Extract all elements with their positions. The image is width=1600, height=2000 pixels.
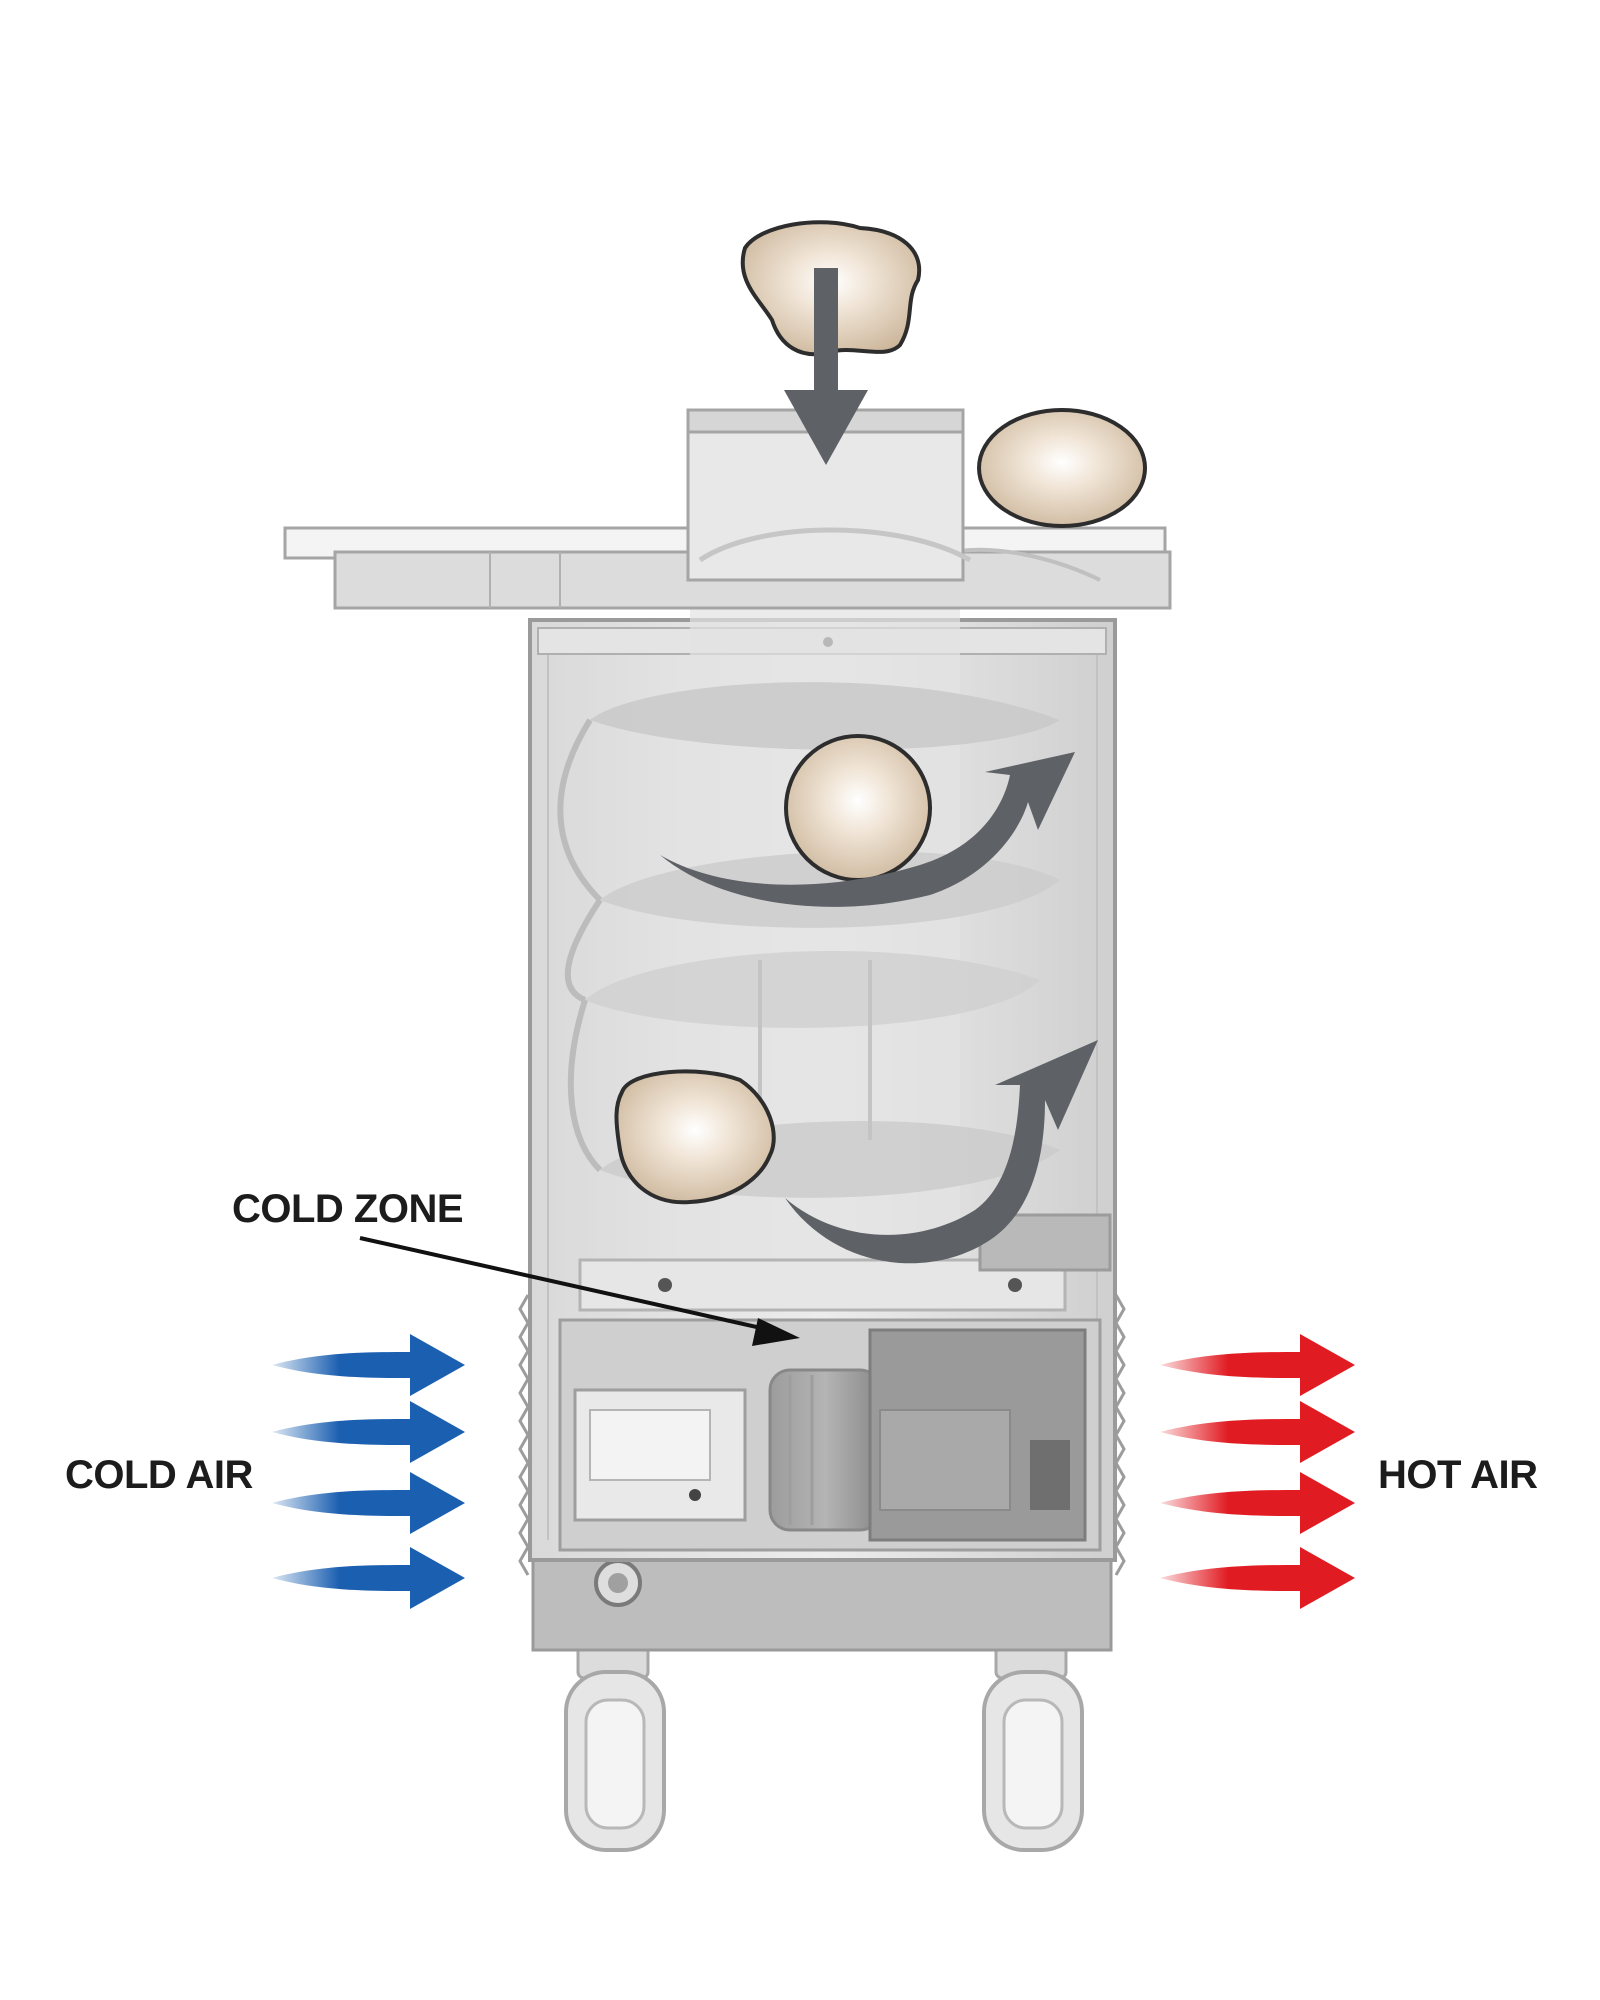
- caster-left: [564, 1638, 666, 1852]
- hot-air-arrows: HOT AIR: [1160, 1334, 1539, 1609]
- blue-right-arrow-icon: [272, 1547, 465, 1609]
- blue-right-arrow-icon: [272, 1401, 465, 1463]
- cold-zone-callout: COLD ZONE: [232, 1187, 800, 1346]
- process-arrows: [660, 268, 1098, 1264]
- cold-air-label: COLD AIR: [65, 1453, 253, 1497]
- curved-arrow-icon: [660, 752, 1075, 907]
- red-right-arrow-icon: [1160, 1334, 1355, 1396]
- dough-ball-icon: [784, 734, 932, 882]
- blue-right-arrow-icon: [272, 1472, 465, 1534]
- cold-zone-label: COLD ZONE: [232, 1187, 463, 1231]
- curved-arrow-icon: [785, 1040, 1098, 1264]
- dough-ball-icon: [614, 1069, 776, 1205]
- dough-ball-icon: [977, 408, 1147, 528]
- caster-right: [982, 1638, 1084, 1852]
- blue-right-arrow-icon: [272, 1334, 465, 1396]
- motor: [558, 1318, 1102, 1552]
- cold-air-arrows: COLD AIR: [65, 1334, 465, 1609]
- hot-air-label: HOT AIR: [1378, 1453, 1538, 1497]
- red-right-arrow-icon: [1160, 1472, 1355, 1534]
- ribbed-sides: [518, 1294, 1126, 1576]
- down-arrow-icon: [784, 268, 868, 465]
- red-right-arrow-icon: [1160, 1401, 1355, 1463]
- red-right-arrow-icon: [1160, 1547, 1355, 1609]
